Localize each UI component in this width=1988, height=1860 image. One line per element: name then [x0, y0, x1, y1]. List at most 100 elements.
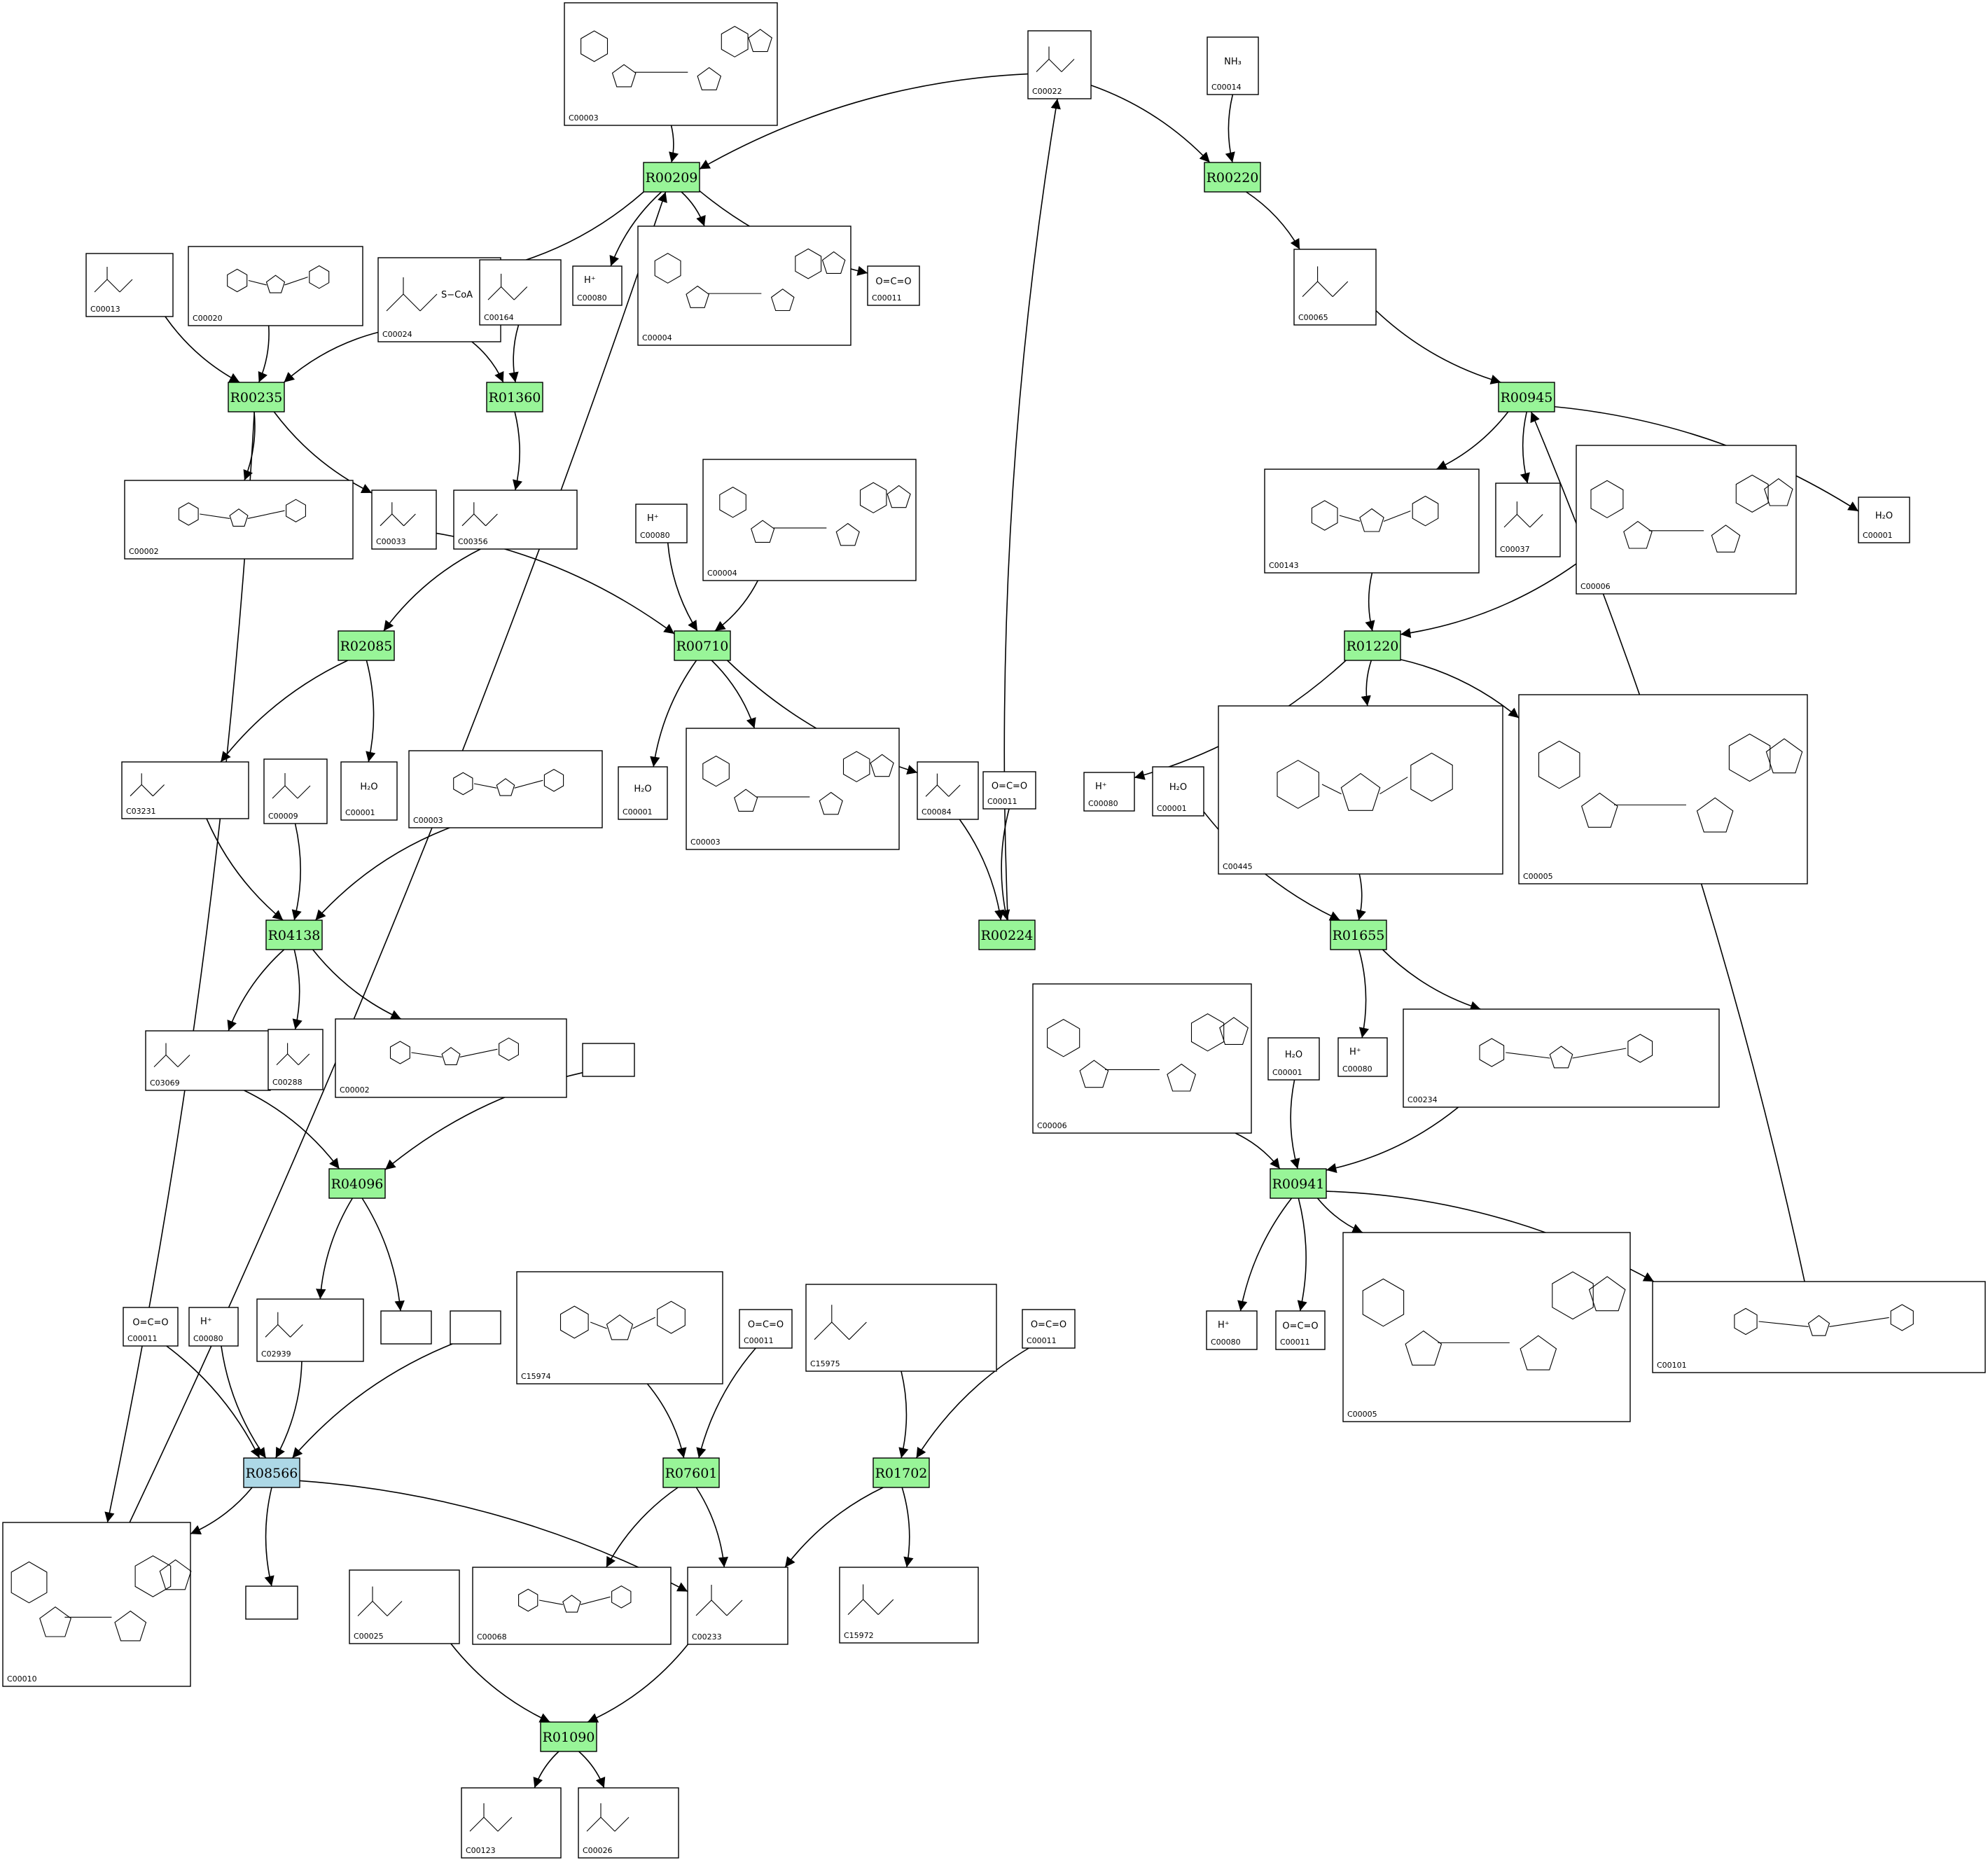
edge-c00024-to-R00235 [283, 331, 379, 383]
compound-c00068[interactable]: C00068 [472, 1567, 672, 1645]
edge-c00009-to-R04138 [291, 823, 302, 921]
ring [1588, 1276, 1626, 1312]
compound-c00445[interactable]: C00445 [1218, 705, 1503, 875]
reaction-r00941[interactable]: R00941 [1270, 1168, 1327, 1199]
compound-c00080[interactable]: H⁺C00080 [572, 265, 623, 306]
reaction-r01220[interactable]: R01220 [1344, 630, 1401, 661]
compound-c00233[interactable]: C00233 [687, 1567, 788, 1645]
compound-c15974[interactable]: C15974 [516, 1271, 723, 1384]
edge-R02085-to-c00001_b [366, 660, 376, 763]
compound-c00164[interactable]: C00164 [479, 259, 562, 326]
compound-c00101[interactable]: C00101 [1652, 1281, 1986, 1373]
compound-c00005[interactable]: C00005 [1342, 1232, 1631, 1422]
compound-c00006[interactable]: C00006 [1032, 983, 1252, 1134]
bond [1517, 514, 1531, 528]
ring [1359, 508, 1384, 532]
compound-box [1858, 497, 1910, 543]
compound-c00026[interactable]: C00026 [578, 1787, 679, 1859]
reaction-r00209[interactable]: R00209 [643, 162, 700, 193]
compound-c00234[interactable]: C00234 [1403, 1008, 1720, 1108]
compound-c00288[interactable]: C00288 [267, 1029, 324, 1090]
compound-c00003[interactable]: C00003 [408, 750, 603, 828]
reaction-r00220[interactable]: R00220 [1204, 162, 1261, 193]
compound-c00009[interactable]: C00009 [263, 758, 328, 824]
reaction-r00710[interactable]: R00710 [674, 630, 731, 661]
reaction-r01360[interactable]: R01360 [486, 382, 543, 412]
compound-box [1206, 1310, 1258, 1350]
reaction-r01655[interactable]: R01655 [1330, 919, 1387, 950]
compound-id: C00020 [193, 314, 223, 323]
compound-c00080[interactable]: H⁺C00080 [1206, 1310, 1258, 1350]
edge-R01090-to-c00026 [578, 1751, 606, 1789]
reaction-r01090[interactable]: R01090 [540, 1721, 597, 1752]
compound-c00003[interactable]: C00003 [564, 2, 778, 126]
reaction-r00945[interactable]: R00945 [1498, 382, 1555, 412]
compound-c00004[interactable]: C00004 [702, 459, 917, 581]
compound-c00002[interactable]: C00002 [124, 480, 354, 560]
compound-c00080[interactable]: H⁺C00080 [1337, 1037, 1388, 1077]
compound-c00010[interactable]: C00010 [2, 1522, 192, 1687]
compound-c00080[interactable]: H⁺C00080 [635, 504, 688, 543]
compound-box [1337, 1037, 1388, 1077]
compound-c02939[interactable]: C02939 [256, 1298, 364, 1362]
compound-c00003[interactable]: C00003 [686, 728, 900, 850]
reaction-id: R00945 [1501, 390, 1553, 405]
compound-c03231[interactable]: C03231 [121, 761, 249, 819]
compound-c00143[interactable]: C00143 [1264, 469, 1480, 574]
compound-c00084[interactable]: C00084 [917, 761, 979, 820]
compound-c00356[interactable]: C00356 [453, 490, 578, 550]
compound-c00013[interactable]: C00013 [85, 253, 174, 317]
compound-c00020[interactable]: C00020 [188, 246, 363, 326]
compound-box [1083, 772, 1135, 812]
reaction-r04096[interactable]: R04096 [328, 1168, 386, 1199]
edge-R00945-to-c00143 [1436, 411, 1509, 470]
compound-unlabeled[interactable] [380, 1310, 432, 1345]
reaction-r00235[interactable]: R00235 [228, 382, 285, 412]
ring [1807, 1314, 1830, 1336]
compound-unlabeled[interactable] [582, 1043, 635, 1077]
compound-c00006[interactable]: C00006 [1576, 445, 1797, 595]
reaction-r02085[interactable]: R02085 [338, 630, 395, 661]
reaction-r07601[interactable]: R07601 [662, 1457, 720, 1488]
bond [386, 293, 404, 312]
reaction-r00224[interactable]: R00224 [978, 919, 1036, 950]
bond [473, 783, 497, 789]
compound-c03069[interactable]: C03069 [145, 1030, 271, 1091]
compound-id: C03231 [126, 807, 156, 816]
compound-c00080[interactable]: H⁺C00080 [1083, 772, 1135, 812]
compound-c00080[interactable]: H⁺C00080 [188, 1307, 239, 1347]
compound-c00005[interactable]: C00005 [1518, 694, 1808, 884]
atom-label: O=C=O [1031, 1320, 1066, 1331]
reaction-r08566[interactable]: R08566 [243, 1457, 300, 1488]
compound-c15972[interactable]: C15972 [839, 1567, 979, 1644]
compound-c00022[interactable]: C00022 [1027, 30, 1092, 99]
compound-id: C00004 [642, 333, 672, 342]
reaction-id: R00224 [981, 928, 1034, 943]
ring [657, 1300, 686, 1334]
compound-unlabeled[interactable] [245, 1585, 298, 1620]
compound-unlabeled[interactable] [450, 1310, 501, 1345]
compound-c00004[interactable]: C00004 [637, 225, 851, 346]
compound-c00065[interactable]: C00065 [1293, 249, 1377, 326]
compound-c00002[interactable]: C00002 [335, 1018, 567, 1098]
compound-c15975[interactable]: C15975 [805, 1284, 997, 1372]
compound-c00037[interactable]: C00037 [1495, 483, 1561, 557]
compound-c00025[interactable]: C00025 [349, 1569, 460, 1644]
compound-c00033[interactable]: C00033 [371, 490, 437, 550]
compound-c00123[interactable]: C00123 [461, 1787, 562, 1859]
reaction-r01702[interactable]: R01702 [873, 1457, 930, 1488]
atom-label: S−CoA [441, 290, 473, 300]
reaction-r04138[interactable]: R04138 [265, 919, 323, 950]
